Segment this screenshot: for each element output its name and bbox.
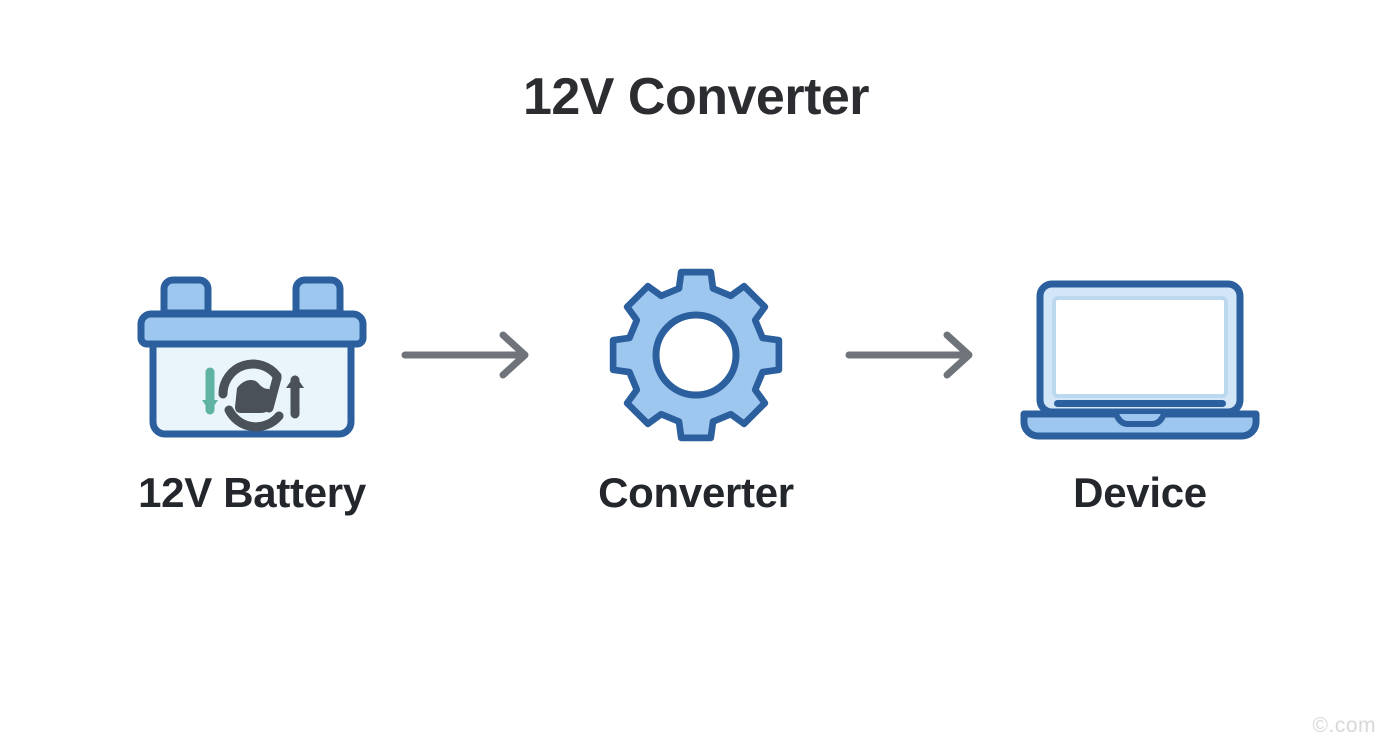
recycle-arc-right	[264, 373, 282, 413]
gear-icon	[609, 268, 783, 442]
laptop-icon	[1020, 280, 1260, 440]
flow-connector-1	[386, 262, 562, 448]
recycle-arc-bottom	[224, 405, 284, 432]
flow-node-label-device: Device	[1073, 469, 1207, 516]
recycle-arrow-in-head	[202, 400, 218, 412]
battery-terminal-right	[292, 276, 344, 317]
recycle-center-shape	[235, 380, 269, 413]
laptop-hinge-strip	[1054, 400, 1226, 407]
flow-connector-2	[830, 262, 1006, 448]
recycle-arc-top	[218, 359, 282, 399]
gear-icon-wrap	[601, 262, 791, 448]
flow-node-label-converter: Converter	[598, 469, 794, 516]
flow-node-label-battery: 12V Battery	[138, 469, 366, 516]
battery-recycle-symbol	[202, 359, 304, 432]
watermark: ©.com	[1312, 714, 1376, 737]
arrow-right-icon	[845, 331, 973, 379]
flow-node-converter: Converter	[562, 262, 830, 516]
arrow-head	[499, 331, 529, 379]
flow-diagram: 12V Battery Converter	[0, 262, 1392, 532]
laptop-screen-display	[1052, 296, 1228, 398]
gear-center-hole	[652, 311, 740, 399]
arrow-right-icon	[401, 331, 529, 379]
battery-lid	[137, 310, 367, 348]
battery-terminal-left	[160, 276, 212, 317]
arrow-head	[943, 331, 973, 379]
laptop-icon-wrap	[1014, 262, 1266, 448]
flow-node-battery: 12V Battery	[118, 262, 386, 516]
page-title: 12V Converter	[522, 68, 870, 126]
battery-icon-wrap	[137, 262, 367, 448]
recycle-arrow-out-head	[286, 375, 304, 388]
laptop-trackpad-notch	[1113, 411, 1167, 427]
battery-icon	[137, 276, 367, 438]
flow-node-device: Device	[1006, 262, 1274, 516]
